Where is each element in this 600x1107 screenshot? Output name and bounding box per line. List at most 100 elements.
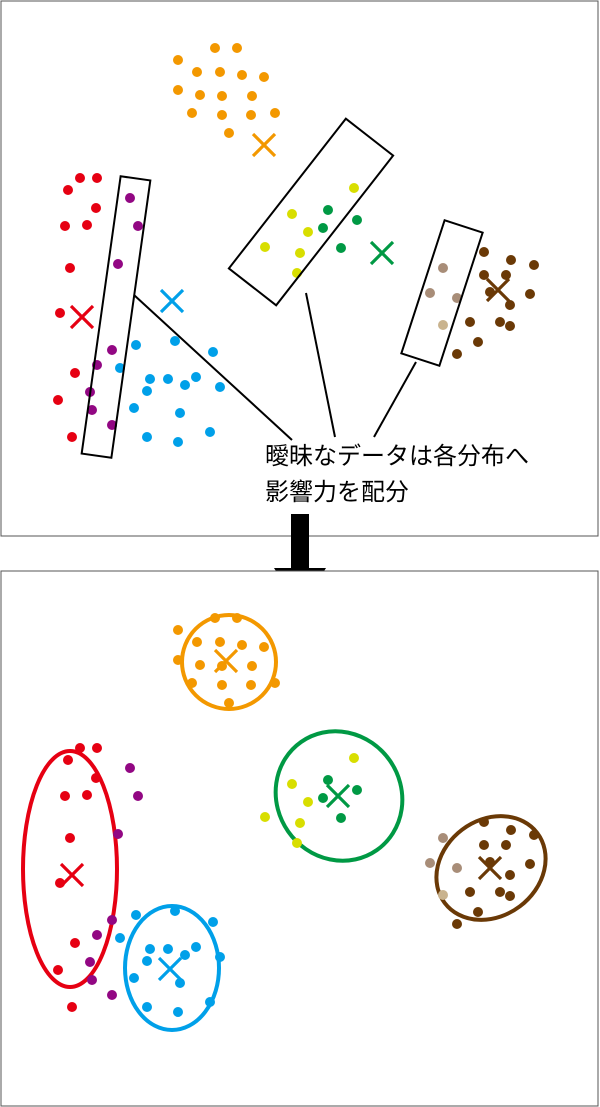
yellow-point [260,812,270,822]
orange-point [224,128,234,138]
ambiguous-box-left [80,175,152,459]
red-point [82,220,92,230]
blue-point [115,933,125,943]
blue-point [180,950,190,960]
orange-centroid-icon [213,648,239,674]
blue-point [131,340,141,350]
beige-point [438,890,448,900]
orange-point [217,110,227,120]
blue-point [205,427,215,437]
red-point [92,173,102,183]
yellow-point [260,242,270,252]
red-point [60,221,70,231]
blue-point [142,956,152,966]
orange-point [195,660,205,670]
green-point [318,223,328,233]
red-point [60,791,70,801]
green-distribution-ellipse [273,729,405,863]
after-points [53,613,539,1017]
tan-point [425,288,435,298]
brown-centroid-icon [485,277,511,303]
orange-point [232,43,242,53]
before-panel-frame [0,0,599,537]
before-centroids [69,132,511,330]
orange-point [215,67,225,77]
ambiguous-box-middle [227,117,395,307]
orange-point [195,90,205,100]
red-point [82,790,92,800]
yellow-point [295,248,305,258]
purple-point [107,990,117,1000]
green-centroid-icon [325,783,351,809]
ambiguous-box-right [400,218,484,368]
blue-point [215,952,225,962]
brown-point [506,825,516,835]
tan-point [438,263,448,273]
blue-point [191,372,201,382]
red-centroid-icon [69,304,95,330]
orange-point [210,613,220,623]
blue-point [173,437,183,447]
brown-centroid-icon [477,855,503,881]
orange-point [246,110,256,120]
purple-point [92,930,102,940]
orange-point [247,91,257,101]
yellow-point [295,818,305,828]
yellow-point [349,753,359,763]
green-point [336,813,346,823]
red-point [65,833,75,843]
brown-point [525,289,535,299]
yellow-point [292,838,302,848]
blue-centroid-icon [157,956,183,982]
brown-point [505,300,515,310]
red-centroid-icon [59,862,85,888]
orange-point [173,655,183,665]
green-point [323,205,333,215]
red-point [53,395,63,405]
blue-point [163,944,173,954]
brown-point [465,317,475,327]
blue-point [129,973,139,983]
brown-point [501,270,511,280]
orange-point [217,680,227,690]
orange-point [192,637,202,647]
brown-point [452,919,462,929]
red-point [63,755,73,765]
brown-point [505,870,515,880]
caption-line-1: 曖昧なデータは各分布へ [265,442,529,470]
blue-point [191,942,201,952]
blue-point [142,1002,152,1012]
orange-point [270,108,280,118]
after-centroids [59,648,503,982]
brown-point [452,349,462,359]
red-point [91,773,101,783]
blue-point [208,347,218,357]
after-panel-frame [0,570,599,1107]
orange-point [217,91,227,101]
red-point [75,743,85,753]
tan-point [438,833,448,843]
brown-point [479,817,489,827]
brown-point [473,907,483,917]
red-point [67,1002,77,1012]
orange-point [224,698,234,708]
brown-point [501,840,511,850]
blue-point [170,906,180,916]
blue-point [142,432,152,442]
red-point [70,368,80,378]
purple-point [113,829,123,839]
yellow-point [303,227,313,237]
orange-point [192,67,202,77]
tan-point [452,863,462,873]
green-point [352,785,362,795]
orange-point [215,637,225,647]
brown-point [505,321,515,331]
red-point [91,203,101,213]
red-point [63,185,73,195]
tan-point [452,293,462,303]
brown-point [525,859,535,869]
orange-point [237,640,247,650]
blue-point [173,1007,183,1017]
purple-point [107,420,117,430]
before-points [53,43,539,447]
